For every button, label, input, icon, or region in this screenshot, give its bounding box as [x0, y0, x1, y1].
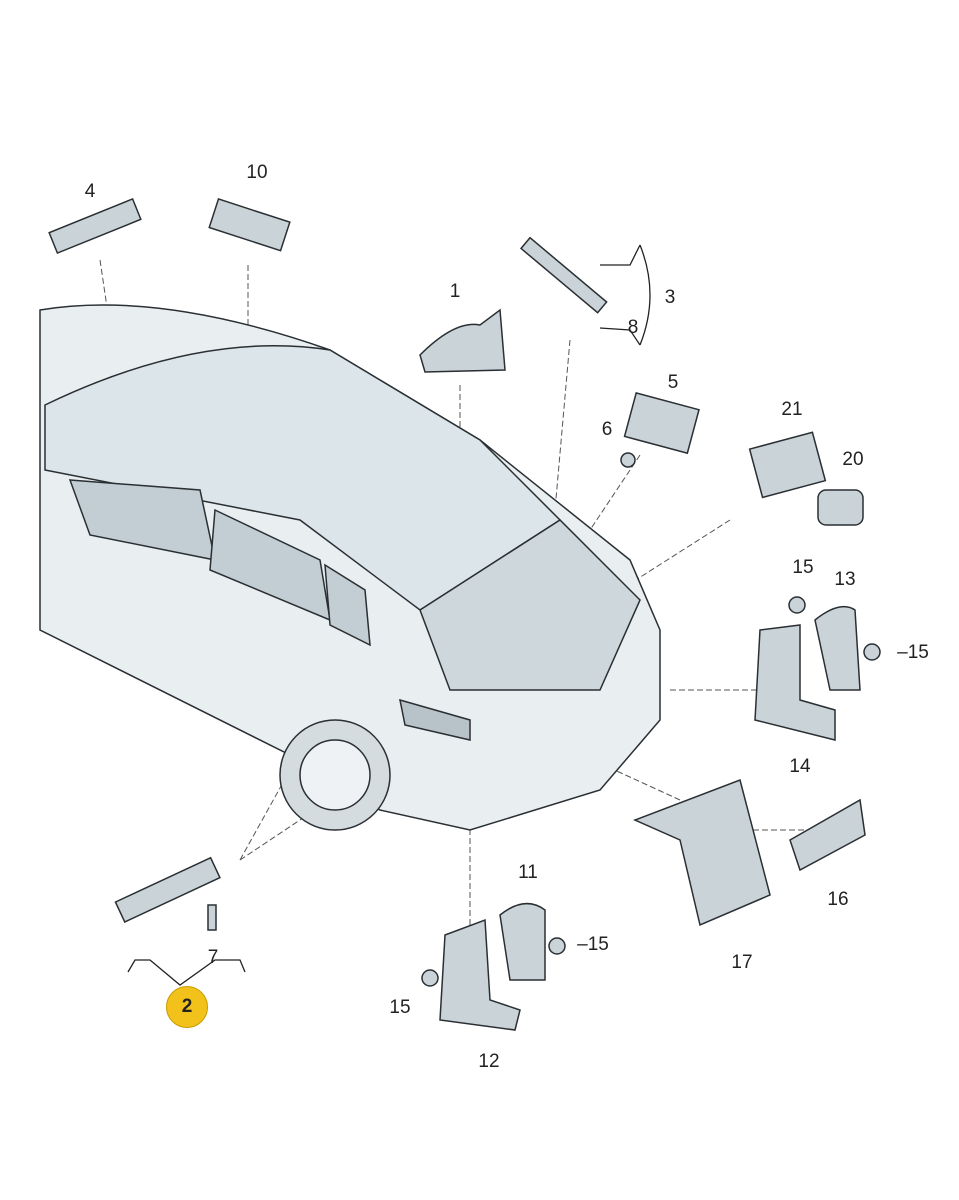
label-11: 11	[518, 862, 538, 883]
label-14: 14	[789, 756, 811, 777]
parts	[48, 197, 881, 1031]
part-11	[499, 902, 546, 981]
part-12	[439, 918, 521, 1031]
label-13: 13	[834, 569, 856, 590]
label-15-top: 15	[792, 557, 814, 578]
label-12: 12	[478, 1051, 500, 1072]
label-10: 10	[246, 162, 268, 183]
label-7: 7	[207, 947, 219, 968]
label-1: 1	[449, 281, 461, 302]
part-15-c	[548, 937, 566, 955]
label-15-right: –15	[897, 642, 929, 663]
part-21	[748, 431, 827, 499]
part-4	[48, 197, 142, 255]
part-16	[789, 798, 866, 872]
part-13	[814, 605, 861, 691]
label-15-bottom: 15	[389, 997, 411, 1018]
label-2-highlighted: 2	[166, 986, 208, 1028]
label-4: 4	[84, 181, 96, 202]
part-5	[623, 391, 700, 455]
label-15-middle: –15	[577, 934, 609, 955]
part-15-d	[421, 969, 439, 987]
label-3: 3	[664, 287, 676, 308]
part-1	[419, 308, 506, 373]
part-3	[519, 236, 608, 314]
part-17	[633, 779, 771, 927]
car-body	[39, 304, 661, 831]
part-2	[114, 856, 221, 924]
brackets	[127, 244, 651, 986]
part-6	[620, 452, 636, 468]
label-16: 16	[827, 889, 849, 910]
label-6: 6	[601, 419, 613, 440]
label-5: 5	[667, 372, 679, 393]
part-10	[208, 198, 291, 252]
part-15-b	[863, 643, 881, 661]
part-7	[207, 904, 217, 931]
part-14	[754, 624, 836, 741]
label-17: 17	[731, 952, 753, 973]
part-20	[817, 489, 864, 526]
label-21: 21	[781, 399, 803, 420]
label-20: 20	[842, 449, 864, 470]
label-8: 8	[627, 317, 639, 338]
part-15-a	[788, 596, 806, 614]
